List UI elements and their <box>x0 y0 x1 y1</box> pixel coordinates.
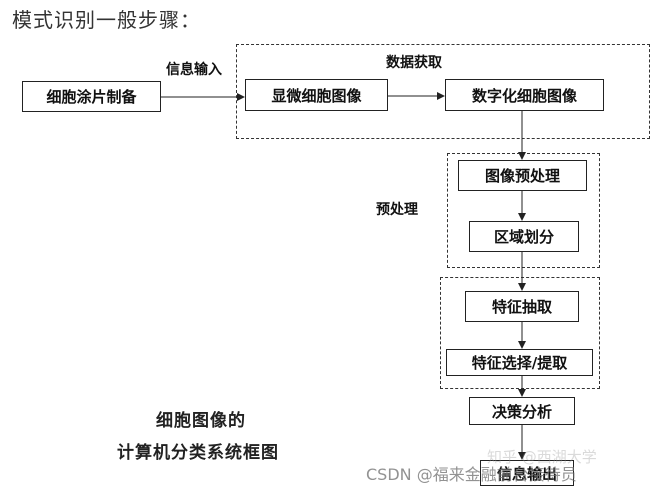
segment-box: 区域划分 <box>469 221 579 252</box>
faint-watermark: 知乎 @西湖大学 <box>487 448 597 466</box>
output-box: 信息输出 <box>480 460 574 486</box>
decision-box: 决策分析 <box>469 397 575 425</box>
preprocessing-label: 预处理 <box>376 202 418 218</box>
csdn-watermark: CSDN @福来金融前台接待员 <box>366 465 577 484</box>
feature-select-box: 特征选择/提取 <box>446 349 593 376</box>
page-title: 模式识别一般步骤： <box>12 8 201 32</box>
feature-group <box>440 277 600 389</box>
data-acquisition-group <box>236 44 650 139</box>
data-acquisition-label: 数据获取 <box>386 55 442 71</box>
digital-image-box: 数字化细胞图像 <box>445 79 604 111</box>
feature-extract-box: 特征抽取 <box>465 291 579 322</box>
smear-box: 细胞涂片制备 <box>22 81 161 112</box>
microscope-image-box: 显微细胞图像 <box>245 79 388 111</box>
preprocess-box: 图像预处理 <box>458 160 587 191</box>
caption-line-1: 细胞图像的 <box>156 411 246 431</box>
caption-line-2: 计算机分类系统框图 <box>117 443 279 463</box>
info-input-label: 信息输入 <box>166 62 222 78</box>
